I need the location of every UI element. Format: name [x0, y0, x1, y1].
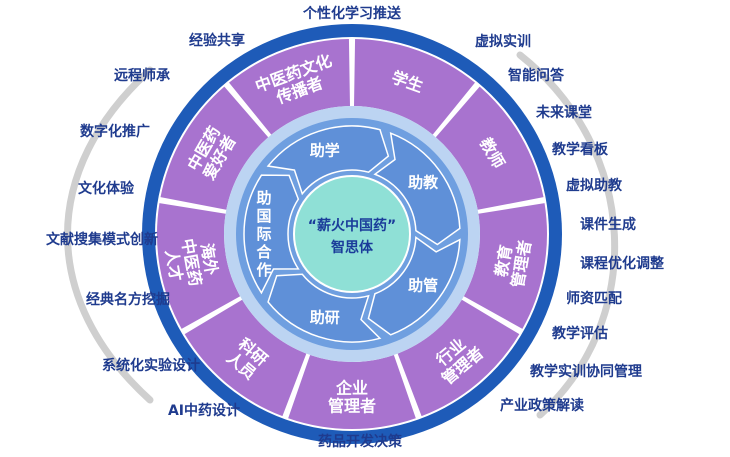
- role-segment: [184, 299, 307, 417]
- hub-circle: [293, 175, 411, 293]
- outer-application-label: 教学实训协同管理: [530, 363, 642, 380]
- hub-title: “薪火中国药”: [308, 217, 396, 234]
- cycle-arrow: [267, 273, 382, 343]
- left-bracket: [64, 66, 154, 404]
- outer-application-label: 经验共享: [189, 32, 245, 49]
- outer-application-label: 经典名方挖掘: [86, 291, 170, 308]
- role-segment: [397, 299, 520, 417]
- outer-application-label: 产业政策解读: [500, 397, 584, 414]
- outer-application-label: 文化体验: [78, 180, 135, 197]
- outer-application-label: AI中药设计: [168, 402, 240, 419]
- center-hub: “薪火中国药” 智思体: [293, 175, 411, 293]
- cycle-label: 助教: [408, 173, 439, 191]
- outer-application-label: 未来课堂: [536, 104, 592, 121]
- outer-application-label: 远程师承: [114, 67, 170, 84]
- role-segment: [354, 39, 475, 135]
- cycle-label: 助研: [310, 309, 340, 327]
- outer-application-label: 虚拟实训: [475, 33, 531, 50]
- outer-application-label: 文献搜集模式创新: [46, 231, 158, 248]
- outer-application-label: 智能问答: [507, 67, 565, 84]
- cycle-arrow: [266, 125, 390, 196]
- outer-application-labels: 个性化学习推送虚拟实训智能问答未来课堂教学看板虚拟助教课件生成课程优化调整师资匹…: [46, 5, 665, 450]
- cycle-label: 助管: [408, 277, 438, 295]
- outer-application-label: 虚拟助教: [566, 177, 623, 194]
- role-segment-label: 企业管理者: [328, 379, 376, 416]
- outer-application-label: 系统化实验设计: [102, 357, 200, 374]
- outer-application-label: 师资匹配: [566, 290, 622, 307]
- role-segments: 学生教师教育管理者行业管理者企业管理者科研人员海外中医药人才中医药爱好者中医药文…: [157, 39, 547, 430]
- role-segment: [157, 203, 241, 329]
- role-segment: [463, 203, 547, 329]
- cycle-arrow: [243, 174, 300, 295]
- side-brackets: [64, 51, 619, 419]
- outer-application-label: 课程优化调整: [580, 255, 665, 272]
- role-segment-label: 海外中医药人才: [160, 234, 223, 291]
- cycle-label: 助国际合作: [255, 189, 272, 279]
- outer-application-label: 药品开发决策: [318, 433, 403, 450]
- cycle-label: 助学: [310, 141, 340, 159]
- role-segment: [160, 86, 269, 210]
- role-segment: [435, 86, 544, 210]
- right-bracket: [516, 51, 619, 419]
- cycle-arrow: [373, 132, 461, 246]
- outer-application-label: 教学看板: [552, 141, 609, 158]
- cycle-arrow: [367, 235, 461, 336]
- outer-application-label: 个性化学习推送: [302, 5, 402, 22]
- hub-subtitle: 智思体: [330, 239, 374, 256]
- outer-application-label: 数字化推广: [80, 123, 150, 140]
- role-segment: [288, 354, 416, 430]
- role-segment: [229, 39, 350, 135]
- outer-application-label: 教学评估: [552, 325, 608, 342]
- outer-application-label: 课件生成: [580, 216, 636, 233]
